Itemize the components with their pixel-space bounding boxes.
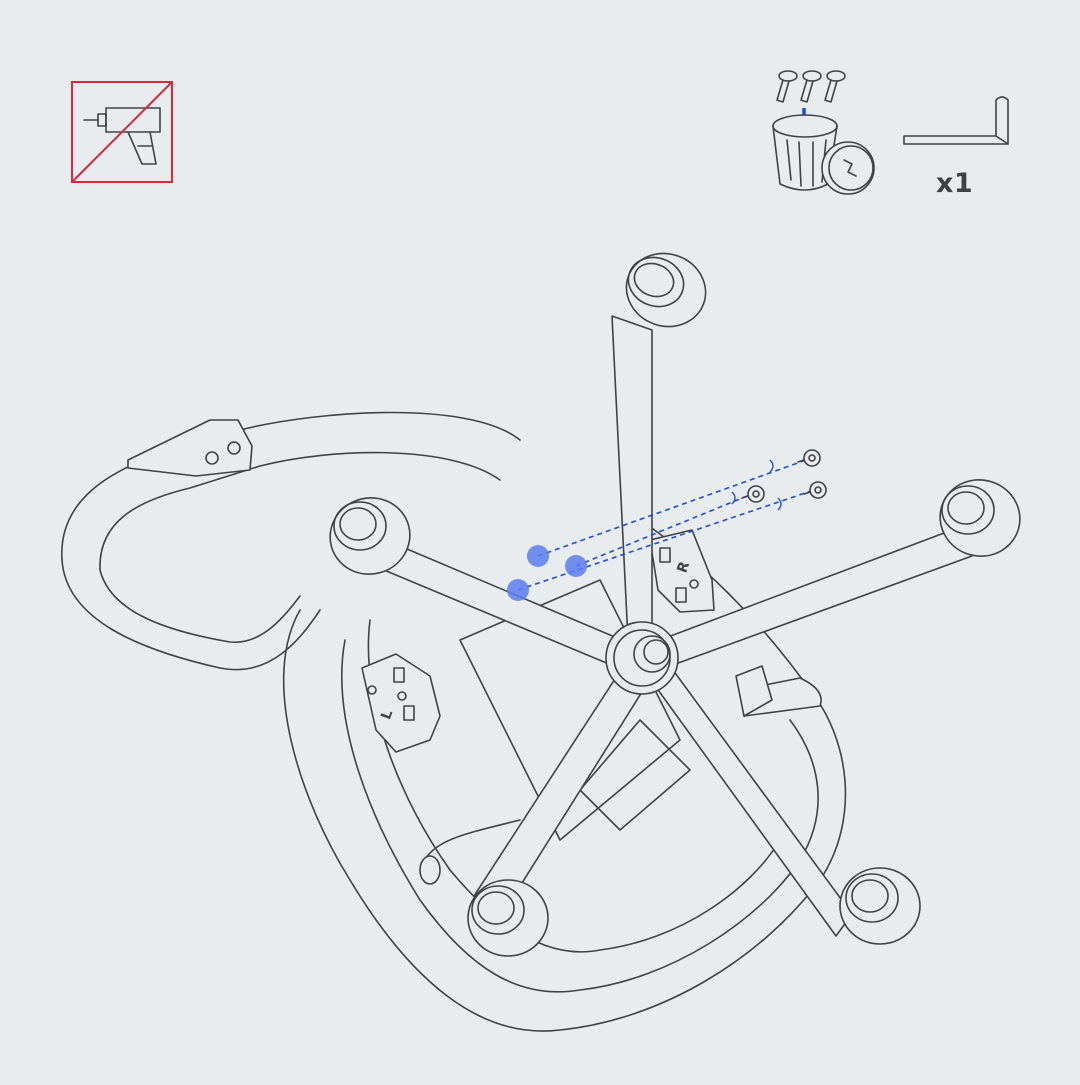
seat-shell: L R — [282, 519, 847, 1032]
screw — [803, 481, 827, 499]
caster-bottom-right — [839, 867, 921, 945]
chair-illustration: L R — [61, 252, 1021, 1032]
no-drill-icon — [71, 81, 173, 183]
screw-insertion-guides — [507, 449, 827, 601]
caster-left — [329, 497, 411, 575]
screw — [741, 485, 765, 503]
star-base — [359, 315, 973, 937]
screw-icon — [776, 70, 846, 103]
screw-storage-icon — [772, 70, 875, 195]
caster-right — [939, 479, 1021, 557]
screw — [797, 449, 821, 467]
caster-top — [625, 252, 707, 328]
storage-cup-icon — [772, 114, 875, 195]
screw-hole — [507, 579, 529, 601]
hex-key-quantity: x1 — [936, 168, 974, 199]
caster-wheels — [329, 252, 1021, 957]
screw-hole — [527, 545, 549, 567]
armrest-frame — [61, 411, 521, 671]
caster-bottom-left — [467, 879, 549, 957]
screw-hole — [565, 555, 587, 577]
allen-key-icon — [903, 96, 1009, 145]
